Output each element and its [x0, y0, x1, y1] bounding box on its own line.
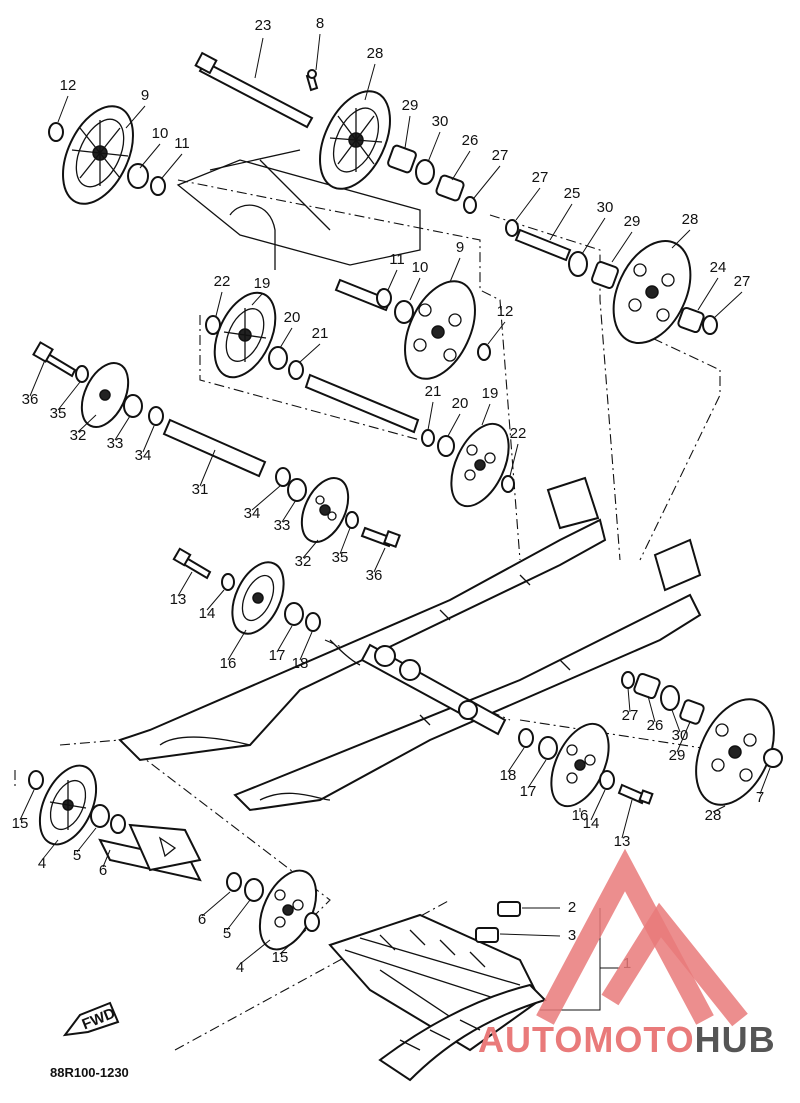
callout-30: 30	[672, 727, 689, 744]
callout-10: 10	[412, 259, 429, 276]
callout-26: 26	[647, 717, 664, 734]
callout-5: 5	[73, 847, 81, 864]
callout-9: 9	[141, 87, 149, 104]
callout-12: 12	[60, 77, 77, 94]
callout-4: 4	[236, 959, 244, 976]
callout-24: 24	[710, 259, 727, 276]
shafts-and-bolts	[32, 51, 654, 882]
callout-17: 17	[520, 783, 537, 800]
callout-14: 14	[583, 815, 600, 832]
watermark-a-shape	[536, 848, 714, 1025]
callout-6: 6	[198, 911, 206, 928]
callout-15: 15	[12, 815, 29, 832]
callout-6: 6	[99, 862, 107, 879]
callout-20: 20	[452, 395, 469, 412]
callout-15: 15	[272, 949, 289, 966]
callout-27: 27	[532, 169, 549, 186]
callout-28: 28	[367, 45, 384, 62]
callout-30: 30	[432, 113, 449, 130]
callout-34: 34	[244, 505, 261, 522]
callout-11: 11	[389, 251, 405, 268]
callout-33: 33	[107, 435, 124, 452]
callout-28: 28	[705, 807, 722, 824]
watermark-text-automoto: AUTOMOTO	[478, 1019, 695, 1060]
callout-27: 27	[734, 273, 751, 290]
idler-wheels	[38, 90, 775, 951]
callout-10: 10	[152, 125, 169, 142]
callout-14: 14	[199, 605, 216, 622]
callout-13: 13	[614, 833, 631, 850]
callout-9: 9	[456, 239, 464, 256]
callout-27: 27	[492, 147, 509, 164]
callout-19: 19	[254, 275, 271, 292]
bearings-and-spacers	[28, 122, 783, 932]
callout-36: 36	[22, 391, 39, 408]
callout-30: 30	[597, 199, 614, 216]
callout-19: 19	[482, 385, 499, 402]
callout-35: 35	[332, 549, 349, 566]
callout-2: 2	[568, 899, 576, 916]
callout-26: 26	[462, 132, 479, 149]
callout-23: 23	[255, 17, 272, 34]
callout-18: 18	[500, 767, 517, 784]
callout-29: 29	[402, 97, 419, 114]
callout-16: 16	[220, 655, 237, 672]
callout-33: 33	[274, 517, 291, 534]
callout-7: 7	[756, 789, 764, 806]
callout-4: 4	[38, 855, 46, 872]
callout-20: 20	[284, 309, 301, 326]
automotohub-watermark-logo: AUTOMOTOHUB	[478, 848, 776, 1060]
callout-28: 28	[682, 211, 699, 228]
callout-18: 18	[292, 655, 309, 672]
callout-13: 13	[170, 591, 187, 608]
callout-5: 5	[223, 925, 231, 942]
callout-36: 36	[366, 567, 383, 584]
callout-29: 29	[669, 747, 686, 764]
watermark-text: AUTOMOTOHUB	[478, 1019, 776, 1060]
callout-32: 32	[70, 427, 87, 444]
callout-8: 8	[316, 15, 324, 32]
drawing-code: 88R100-1230	[50, 1065, 129, 1080]
callout-22: 22	[214, 273, 231, 290]
callout-34: 34	[135, 447, 152, 464]
callout-3: 3	[568, 927, 576, 944]
track-belt	[328, 901, 547, 1082]
callout-17: 17	[269, 647, 286, 664]
callout-27: 27	[622, 707, 639, 724]
callout-11: 11	[174, 135, 190, 152]
callout-29: 29	[624, 213, 641, 230]
callout-35: 35	[50, 405, 67, 422]
forward-direction-arrow: FWD	[62, 1001, 120, 1037]
callout-16: 16	[572, 807, 589, 824]
callout-31: 31	[192, 481, 209, 498]
callout-25: 25	[564, 185, 581, 202]
watermark-inner-shape	[601, 902, 748, 1027]
callout-32: 32	[295, 553, 312, 570]
callout-21: 21	[312, 325, 329, 342]
callout-22: 22	[510, 425, 527, 442]
slide-rail-frame	[118, 149, 702, 812]
watermark-text-hub: HUB	[695, 1019, 776, 1060]
callout-12: 12	[497, 303, 514, 320]
callout-21: 21	[425, 383, 442, 400]
